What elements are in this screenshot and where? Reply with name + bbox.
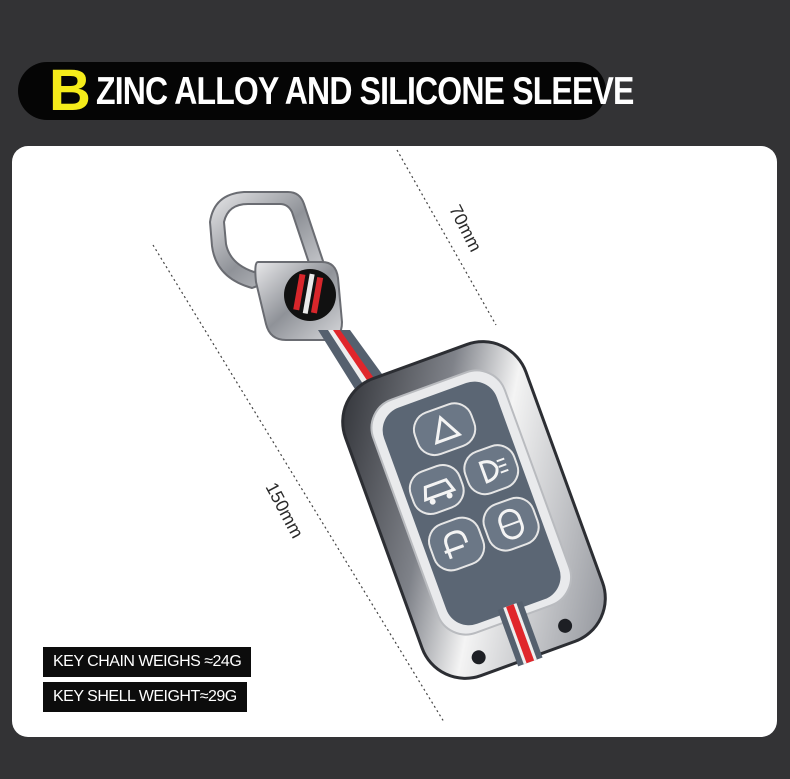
lock-button — [482, 496, 540, 552]
brand-logo-badge — [284, 269, 336, 321]
headlight-button — [463, 444, 520, 496]
width-dimension-line — [396, 149, 497, 326]
panic-button — [412, 402, 477, 457]
key-shell-body — [341, 340, 607, 680]
page-title: ZINC ALLOY AND SILICONE SLEEVE — [96, 70, 634, 113]
car-trunk-icon — [423, 477, 457, 503]
length-dimension-line — [152, 244, 445, 723]
section-letter: B — [49, 58, 91, 123]
unlock-icon — [444, 530, 469, 560]
triangle-warning-icon — [434, 414, 463, 445]
unlock-button — [428, 516, 486, 572]
key-chain-weight-label: KEY CHAIN WEIGHS ≈24G — [43, 647, 252, 677]
headlight-icon — [478, 460, 499, 484]
trunk-button — [408, 464, 465, 516]
key-shell-weight-label: KEY SHELL WEIGHT≈29G — [43, 682, 247, 712]
header-banner: B ZINC ALLOY AND SILICONE SLEEVE — [18, 58, 634, 123]
